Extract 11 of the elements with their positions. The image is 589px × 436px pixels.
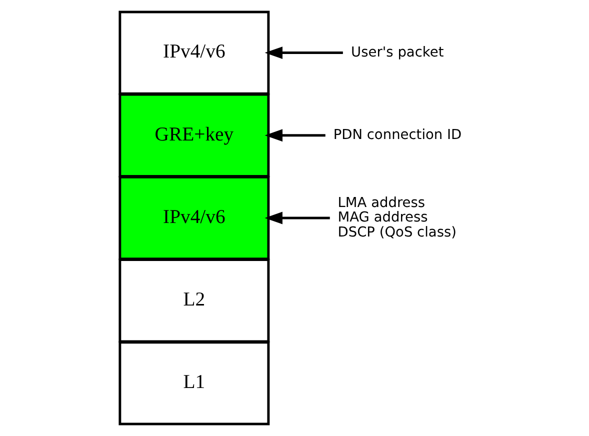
arrow xyxy=(264,129,326,142)
node-box: IPv4/v6 xyxy=(118,10,270,95)
node-box: GRE+key xyxy=(118,93,270,178)
arrow xyxy=(264,46,343,59)
node-text: User's packet xyxy=(351,44,444,60)
node-box: IPv4/v6 xyxy=(118,176,270,260)
node-box: L1 xyxy=(118,341,270,426)
node-text: PDN connection ID xyxy=(333,127,462,144)
node-box: L2 xyxy=(118,258,270,343)
node-text: LMA address MAG address DSCP (QoS class) xyxy=(338,194,457,240)
arrow xyxy=(264,212,330,224)
